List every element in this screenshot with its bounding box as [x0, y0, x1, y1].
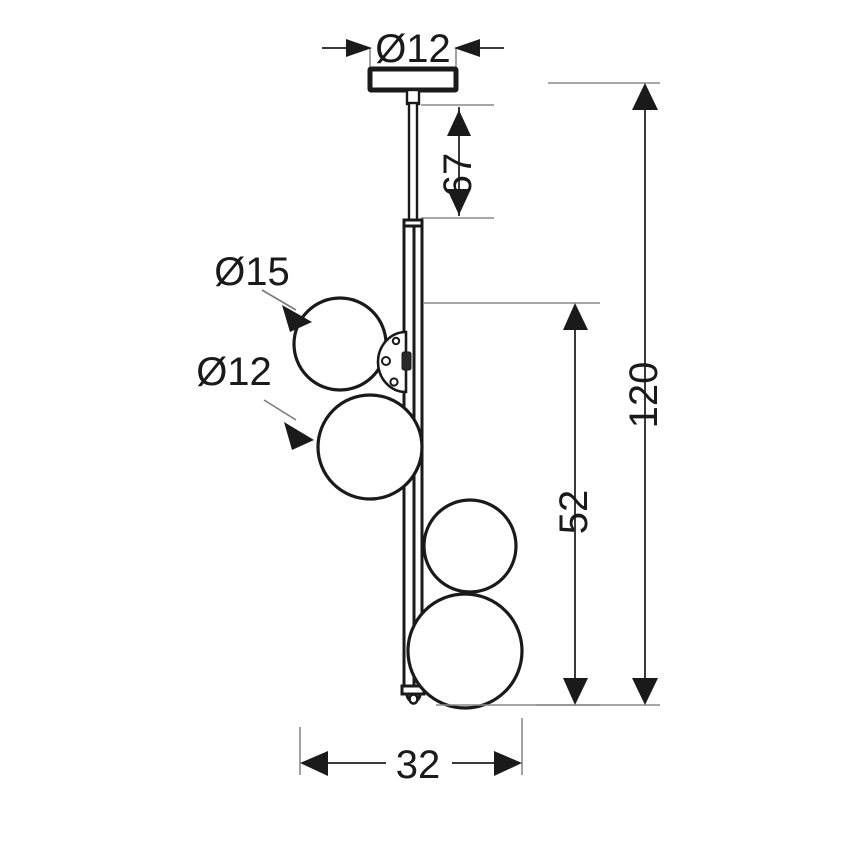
- dimension-overall-width: 32: [299, 718, 523, 787]
- globe-lower-small: [422, 498, 518, 594]
- dim-label-canopy-diameter: Ø12: [375, 27, 451, 71]
- arrowhead-canopy-left: [346, 39, 372, 57]
- arrowhead-total-top: [632, 83, 658, 110]
- globe-lower-large: [406, 592, 524, 710]
- socket-screw-bottom: [389, 377, 399, 387]
- dim-label-overall-width: 32: [396, 743, 441, 787]
- rod-thin-segment: [407, 101, 419, 222]
- dim-label-large-globe-diameter: Ø15: [214, 250, 290, 294]
- lamp-socket-detail: [376, 330, 412, 394]
- dim-label-suspension-drop: 67: [436, 153, 480, 198]
- socket-screw-middle: [381, 356, 391, 366]
- dimension-suspension-drop: 67: [421, 104, 494, 219]
- ceiling-canopy-plate: [367, 66, 459, 93]
- arrowhead-small-globe: [284, 422, 314, 450]
- arrowhead-canopy-right: [454, 39, 480, 57]
- socket-screw-top: [391, 336, 401, 346]
- arrowhead-body-bottom: [563, 678, 588, 705]
- globe-upper-small: [316, 393, 424, 501]
- main-rod-top-joint: [402, 218, 424, 228]
- arrowhead-drop-bottom: [447, 189, 471, 215]
- arrowhead-large-globe: [282, 305, 312, 332]
- leader-line-large-globe: [261, 289, 297, 311]
- dimension-body-height: 52: [424, 302, 600, 706]
- thin-suspension-rod: [405, 88, 421, 222]
- dim-label-total-height: 120: [622, 362, 666, 429]
- socket-connector-block: [401, 351, 412, 371]
- canopy-plate-rect: [367, 66, 459, 93]
- arrowhead-width-left: [300, 751, 328, 776]
- arrowhead-drop-top: [447, 110, 471, 136]
- globe-upper-large: [292, 296, 388, 392]
- dimension-total-height: 120: [536, 82, 666, 706]
- dimension-large-globe-diameter: Ø15: [214, 250, 312, 332]
- dim-label-body-height: 52: [552, 490, 596, 535]
- arrowhead-width-right: [494, 751, 522, 776]
- dimension-small-globe-diameter: Ø12: [196, 350, 314, 450]
- glass-globes-group: [292, 296, 524, 710]
- socket-half-disc: [376, 330, 408, 394]
- leader-line-small-globe: [263, 399, 297, 421]
- arrowhead-total-bottom: [632, 678, 658, 705]
- arrowhead-body-top: [563, 303, 588, 330]
- dimension-canopy-diameter: Ø12: [322, 27, 504, 80]
- rod-bottom-loop-ring: [408, 693, 419, 705]
- dim-label-small-globe-diameter: Ø12: [196, 350, 272, 394]
